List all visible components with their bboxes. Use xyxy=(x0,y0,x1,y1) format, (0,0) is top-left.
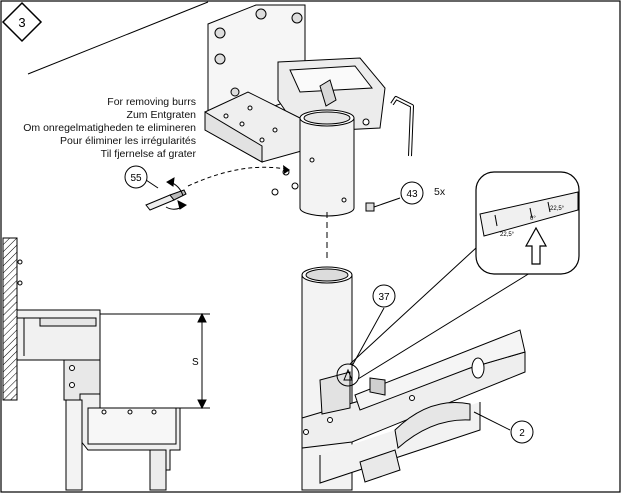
callout-55-label: 55 xyxy=(130,173,142,184)
dimension-s xyxy=(100,312,210,410)
mast-clamp-bracket xyxy=(301,329,526,484)
wall-edge-line xyxy=(27,1,209,75)
instruction-line-da: Til fjernelse af grater xyxy=(100,148,196,160)
angle-left-label: 22,5° xyxy=(500,232,515,238)
bolt-quantity: 5x xyxy=(434,186,446,198)
side-view-bracket xyxy=(16,309,181,491)
allen-key xyxy=(390,96,414,157)
dimension-label: S xyxy=(192,357,199,368)
deburr-instruction: For removing burrs Zum Entgraten Om onre… xyxy=(0,96,196,161)
callout-43: 43 xyxy=(400,181,424,205)
deburr-tool xyxy=(145,177,187,211)
instruction-line-de: Zum Entgraten xyxy=(126,109,196,121)
callout-2-label: 2 xyxy=(519,428,525,439)
callout-37-label: 37 xyxy=(378,292,390,303)
detail-ring xyxy=(336,363,360,387)
instruction-line-fr: Pour éliminer les irrégularités xyxy=(60,135,196,147)
step-badge: 3 xyxy=(1,1,43,43)
callout-37: 37 xyxy=(351,284,396,367)
bracket-tube xyxy=(299,109,355,217)
angle-right-label: 22,5° xyxy=(550,206,565,212)
instruction-line-en: For removing burrs xyxy=(107,96,196,108)
step-number: 3 xyxy=(18,15,25,30)
callout-55: 55 xyxy=(124,165,159,189)
angle-center-label: 0° xyxy=(530,216,536,222)
deburr-path-arrow xyxy=(187,166,291,187)
wall-bracket xyxy=(204,4,386,163)
direction-arrow xyxy=(524,226,548,265)
instruction-line-nl: Om onregelmatigheden te elimineren xyxy=(23,122,196,134)
bolt xyxy=(365,197,401,212)
zoom-line-top xyxy=(349,247,477,365)
zoom-line-bottom xyxy=(357,272,531,380)
callout-43-label: 43 xyxy=(406,189,418,200)
detail-zoom: 22,5° 0° 22,5° xyxy=(475,171,580,275)
callout-2: 2 xyxy=(473,411,534,444)
